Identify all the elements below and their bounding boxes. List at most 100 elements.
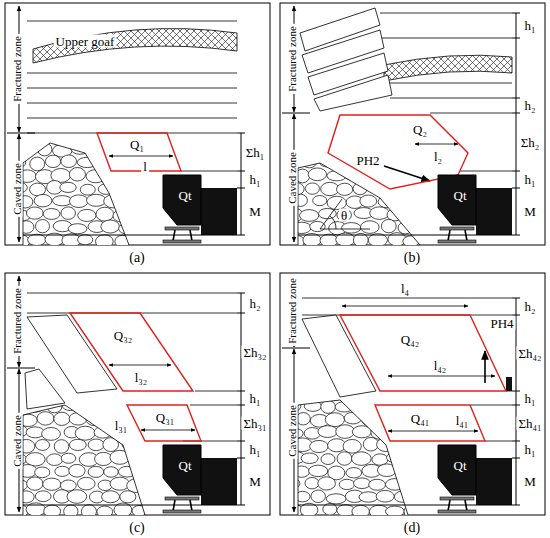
rock (406, 347, 421, 360)
rock (147, 428, 166, 438)
rock (60, 182, 76, 192)
rock (25, 453, 45, 466)
broken-block (25, 369, 65, 409)
rock (132, 207, 146, 220)
rock (120, 491, 136, 503)
zone-label: Fractured zone (287, 24, 298, 94)
rock (113, 210, 131, 222)
rock (30, 183, 46, 196)
rock (96, 400, 115, 412)
rock (438, 401, 454, 411)
rock (147, 209, 164, 221)
rock (87, 518, 105, 529)
rock (437, 428, 456, 438)
rock (98, 79, 113, 91)
dimension-label: l₃₂ (133, 371, 150, 384)
rock (389, 427, 403, 439)
rock (348, 388, 363, 401)
rock (61, 155, 77, 168)
panel-label: (a) (127, 251, 147, 265)
rock (422, 78, 440, 91)
block-label: Q₃₂ (113, 329, 133, 342)
panel-label: (c) (127, 521, 147, 535)
rock (121, 91, 140, 104)
rock (320, 234, 338, 247)
stratum-line (27, 21, 237, 22)
caved-rocks (284, 76, 458, 261)
stratum-line (380, 13, 512, 14)
rock (359, 492, 378, 502)
rock (138, 220, 154, 234)
rock (320, 105, 334, 116)
rock (333, 375, 353, 386)
seam-block (506, 377, 512, 391)
rock (84, 118, 102, 131)
rock (43, 478, 61, 490)
dimension-arrow (141, 430, 195, 431)
rock (140, 194, 155, 208)
rock (42, 427, 61, 440)
rock (412, 440, 428, 453)
rock (120, 197, 139, 208)
rock (96, 129, 113, 141)
rock (439, 76, 457, 90)
rock (118, 466, 136, 477)
rock (387, 350, 406, 361)
rock (87, 91, 103, 103)
block-label: Q₃₁ (155, 411, 175, 424)
rock (29, 130, 45, 142)
rock (67, 516, 85, 529)
rock (415, 465, 430, 476)
rock (343, 362, 362, 374)
angle-mark (320, 199, 370, 229)
rock (327, 518, 342, 531)
stratum-line (430, 113, 512, 114)
rock (395, 437, 411, 451)
block-label: Q₄₂ (400, 333, 420, 346)
rock (11, 234, 30, 248)
zone-label: Caved zone (287, 403, 298, 459)
rock (164, 428, 182, 438)
rock (156, 92, 174, 103)
thickness-label: M (247, 475, 263, 488)
rock (78, 477, 96, 490)
panel-label: (b) (402, 251, 422, 265)
block-label: Qt (453, 189, 468, 202)
rock (344, 517, 359, 530)
caved-rocks (9, 77, 182, 260)
rock (355, 104, 371, 115)
rock (19, 221, 34, 234)
rock (19, 361, 37, 373)
rock (61, 207, 76, 220)
stratum-line (27, 88, 237, 89)
rock (67, 490, 87, 504)
stratum-line (386, 83, 512, 84)
rock (44, 105, 59, 115)
rock (300, 210, 319, 222)
top-coal-block: Qt (163, 175, 201, 225)
panel-frame (280, 3, 545, 245)
rock (379, 119, 396, 131)
rock (424, 207, 440, 219)
rock (122, 438, 140, 450)
rock (104, 195, 123, 208)
thickness-label: h₂ (247, 297, 262, 310)
rock (353, 132, 370, 142)
rock (421, 502, 440, 516)
rock (309, 362, 325, 375)
rock (60, 348, 76, 362)
rock (376, 490, 394, 502)
rock (37, 412, 54, 425)
stratum-line (460, 171, 512, 172)
thickness-label: M (522, 205, 538, 218)
rock (360, 195, 377, 207)
rock (69, 117, 84, 129)
rock (339, 479, 354, 489)
dimension-label: l (141, 160, 149, 173)
rock (301, 105, 321, 118)
rock (54, 362, 71, 372)
rock (140, 414, 154, 427)
thickness-label: M (247, 205, 263, 218)
rock (439, 106, 458, 116)
rock (68, 224, 87, 234)
